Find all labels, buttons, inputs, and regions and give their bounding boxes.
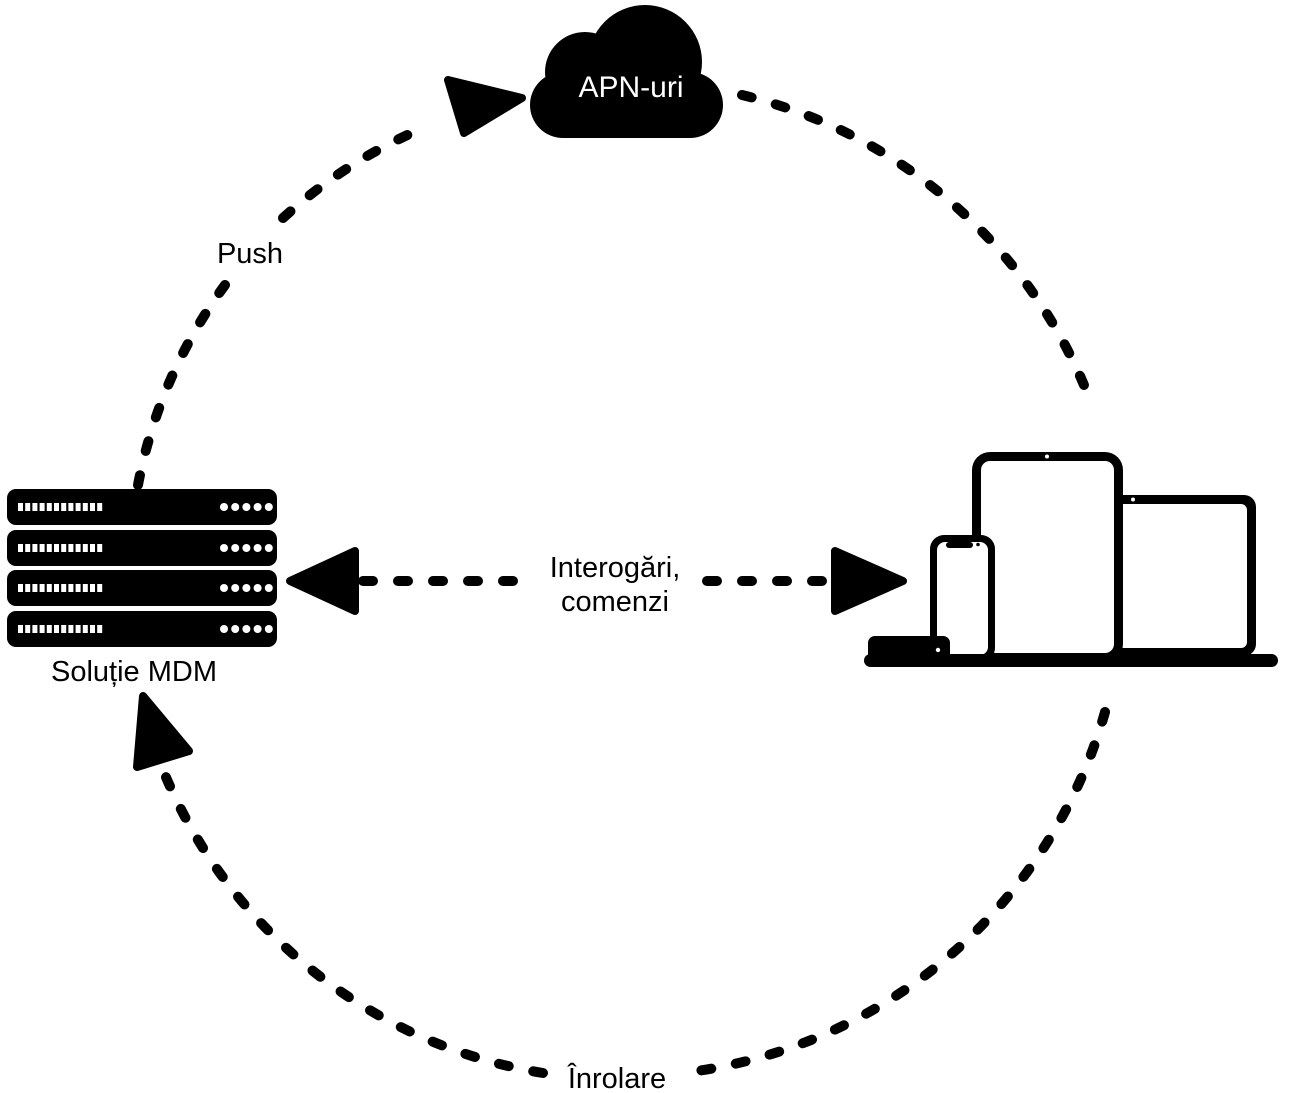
arrowhead-left-icon: [286, 547, 359, 615]
device-base-bar: [864, 654, 1278, 667]
devices-group-icon: [864, 452, 1278, 667]
arrowhead-to-cloud-icon: [444, 76, 526, 137]
push-label: Push: [217, 238, 283, 270]
mdm-server-icon: [7, 489, 277, 647]
arrowhead-right-icon: [831, 547, 907, 615]
iphone-icon: [930, 535, 995, 662]
apns-label: APN-uri: [578, 71, 683, 104]
arrowhead-to-server-icon: [133, 692, 193, 771]
enroll-arc: [158, 765, 548, 1078]
devices-to-enroll-arc: [692, 707, 1110, 1076]
queries-label-line2: comenzi: [561, 586, 669, 618]
queries-label-line1: Interogări,: [550, 552, 681, 584]
queries-line: [286, 547, 907, 615]
mdm-solution-label: Soluție MDM: [51, 656, 217, 688]
cloud-to-devices-arc: [737, 90, 1095, 405]
apns-cloud-icon: [530, 5, 723, 138]
push-arc: [133, 121, 433, 490]
enroll-label: Înrolare: [567, 1062, 666, 1093]
ipad-icon: [972, 452, 1123, 662]
apple-tv-icon: [868, 636, 950, 662]
